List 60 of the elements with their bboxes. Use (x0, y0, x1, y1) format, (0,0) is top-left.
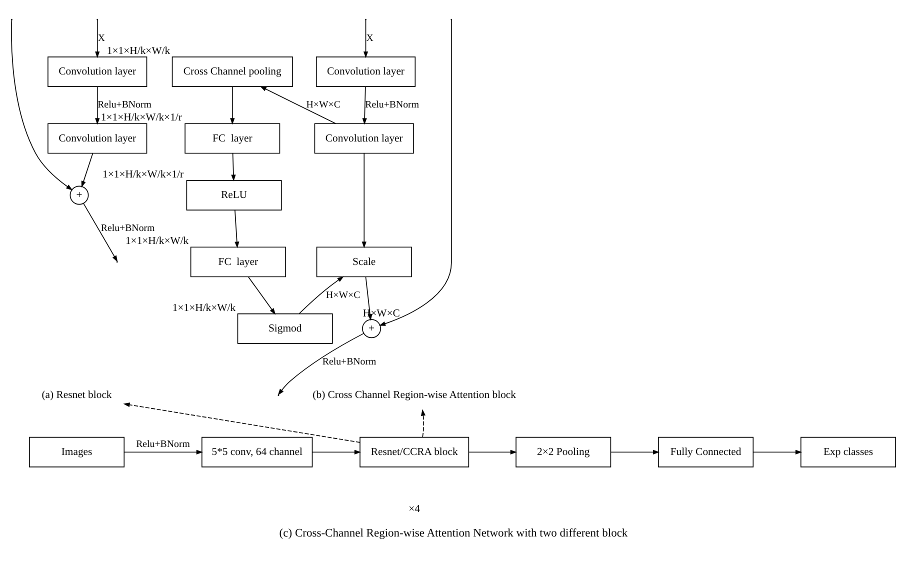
node-label: 1×1×H/k×W/k (172, 301, 236, 314)
node-box: Convolution layer (48, 122, 148, 154)
node-box: Convolution layer (314, 122, 414, 154)
node-box: Convolution layer (316, 56, 416, 86)
node-box: Cross Channel pooling (172, 56, 293, 86)
edge-label: Relu+BNorm (136, 438, 190, 450)
arrow (468, 449, 517, 454)
arrow (11, 19, 73, 190)
arrow (378, 19, 452, 326)
node-box: Scale (316, 246, 412, 277)
caption: (c) Cross-Channel Region-wise Attention Network with two different block (279, 526, 628, 539)
node-box: Convolution layer (48, 56, 148, 86)
node-box: Images (29, 436, 125, 467)
edge-label: Relu+BNorm (322, 356, 376, 368)
node-box: Resnet/CCRA block (360, 436, 470, 467)
node-box: FC layer (184, 122, 280, 154)
arrow (95, 86, 100, 124)
edge-label: Relu+BNorm (98, 99, 152, 110)
node-box: Sigmod (237, 312, 333, 344)
arrow (420, 408, 426, 437)
edge-label: H×W×C (326, 289, 360, 300)
arrow (365, 276, 372, 320)
node-label: 1×1×H/k×W/k×1/r (102, 168, 184, 180)
node-text: (a) Resnet block (42, 388, 112, 401)
arrow (298, 276, 344, 314)
arrow (81, 152, 94, 188)
node-box: ReLU (186, 180, 282, 210)
arrow (230, 86, 235, 124)
arrow (362, 86, 367, 124)
edge-label: X (366, 32, 374, 44)
node-box: FC layer (190, 246, 286, 277)
arrow (234, 209, 240, 248)
node-circle: + (362, 318, 381, 338)
edge-label: Relu+BNorm (100, 222, 155, 234)
arrow (363, 19, 368, 58)
arrow (260, 86, 336, 124)
node-box: Fully Connected (658, 436, 754, 467)
node-box: 2×2 Pooling (516, 436, 612, 467)
arrow (83, 202, 118, 262)
arrow (231, 152, 236, 181)
node-circle: + (70, 185, 89, 204)
node-box: 5*5 conv, 64 channel (202, 436, 313, 467)
edge-label: Relu+BNorm (365, 99, 420, 110)
arrow (124, 449, 203, 454)
arrow (362, 152, 366, 248)
arrow (610, 449, 660, 454)
node-label: 1×1×H/k×W/k (125, 234, 189, 247)
arrow (95, 19, 100, 58)
node-label: 1×1×H/k×W/k×1/r (100, 111, 182, 124)
edge-label: H×W×C (306, 99, 340, 110)
label: ×4 (408, 502, 420, 514)
arrow (123, 402, 360, 442)
arrow (248, 276, 276, 314)
node-box: Exp classes (800, 436, 896, 467)
arrow (278, 332, 364, 395)
arrow (752, 449, 802, 454)
edge-label: X (98, 32, 106, 44)
arrow (312, 449, 362, 454)
node-text: (b) Cross Channel Region-wise Attention block (312, 388, 516, 401)
node-label: 1×1×H/k×W/k (106, 44, 170, 56)
